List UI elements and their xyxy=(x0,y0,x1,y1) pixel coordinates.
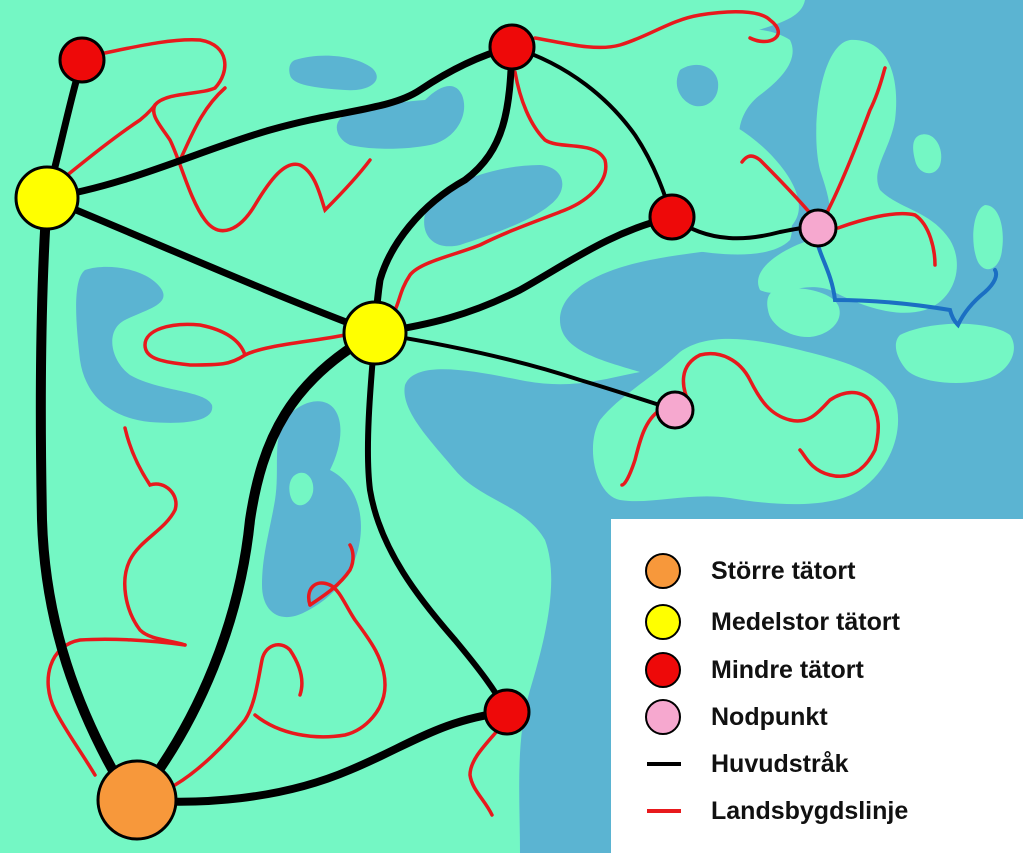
legend-label: Mindre tätort xyxy=(711,656,864,684)
main-route xyxy=(371,213,676,337)
main-route xyxy=(371,43,516,337)
rural-line xyxy=(123,426,187,647)
main-route xyxy=(132,328,380,805)
legend-label: Landsbygdslinje xyxy=(711,797,909,825)
main-route xyxy=(43,43,516,202)
rural-line xyxy=(308,543,355,607)
orange-circle-icon xyxy=(645,553,681,589)
pink-circle-icon xyxy=(645,699,681,735)
main-route xyxy=(35,193,135,805)
main-routes xyxy=(35,43,820,806)
legend-item: Medelstor tätort xyxy=(611,602,1023,642)
small-town xyxy=(483,688,531,736)
large-town xyxy=(96,759,178,841)
blue-link xyxy=(816,243,999,329)
island xyxy=(895,323,1014,383)
lake xyxy=(289,55,377,91)
legend-label: Nodpunkt xyxy=(711,703,828,731)
black-line-icon xyxy=(647,762,681,766)
lake xyxy=(336,85,465,149)
island xyxy=(676,64,719,107)
small-town xyxy=(648,193,696,241)
rural-line xyxy=(143,322,347,367)
rural-line xyxy=(836,211,937,267)
medium-town xyxy=(342,300,408,366)
medium-town xyxy=(14,165,80,231)
yellow-circle-icon xyxy=(645,604,681,640)
legend-label: Medelstor tätort xyxy=(711,608,900,636)
node-point xyxy=(798,208,838,248)
small-town xyxy=(488,23,536,71)
legend-label: Huvudstråk xyxy=(711,750,849,778)
rural-line xyxy=(740,154,822,227)
legend-label: Större tätort xyxy=(711,557,856,585)
rural-line xyxy=(681,352,881,478)
island xyxy=(913,134,942,174)
rural-line xyxy=(53,103,157,187)
rural-line xyxy=(93,37,372,233)
rural-line xyxy=(818,66,887,227)
rural-line xyxy=(178,86,227,162)
rural-line xyxy=(253,581,387,739)
rural-lines xyxy=(46,9,937,817)
main-route xyxy=(364,330,510,715)
legend-item: Huvudstråk xyxy=(611,744,1023,784)
rural-line xyxy=(393,70,608,312)
node-point xyxy=(655,390,695,430)
legend-item: Nodpunkt xyxy=(611,697,1023,737)
rural-line xyxy=(46,637,187,777)
rural-line xyxy=(173,643,304,787)
main-route xyxy=(43,194,379,337)
lake xyxy=(76,266,213,423)
island xyxy=(767,288,840,338)
legend-item: Mindre tätort xyxy=(611,650,1023,690)
rural-line xyxy=(620,408,662,487)
main-route xyxy=(373,331,677,412)
island xyxy=(592,338,899,505)
small-town xyxy=(58,36,106,84)
rural-line xyxy=(533,9,780,50)
main-route xyxy=(510,45,674,219)
red-circle-icon xyxy=(645,652,681,688)
red-line-icon xyxy=(647,809,681,813)
blue-links xyxy=(816,243,999,329)
rural-line xyxy=(468,728,500,817)
legend-item: Landsbygdslinje xyxy=(611,791,1023,831)
towns xyxy=(14,23,838,841)
island xyxy=(973,205,1003,270)
lake xyxy=(289,472,314,506)
legend-item: Större tätort xyxy=(611,551,1023,591)
main-route xyxy=(133,708,511,806)
lake xyxy=(262,401,361,618)
